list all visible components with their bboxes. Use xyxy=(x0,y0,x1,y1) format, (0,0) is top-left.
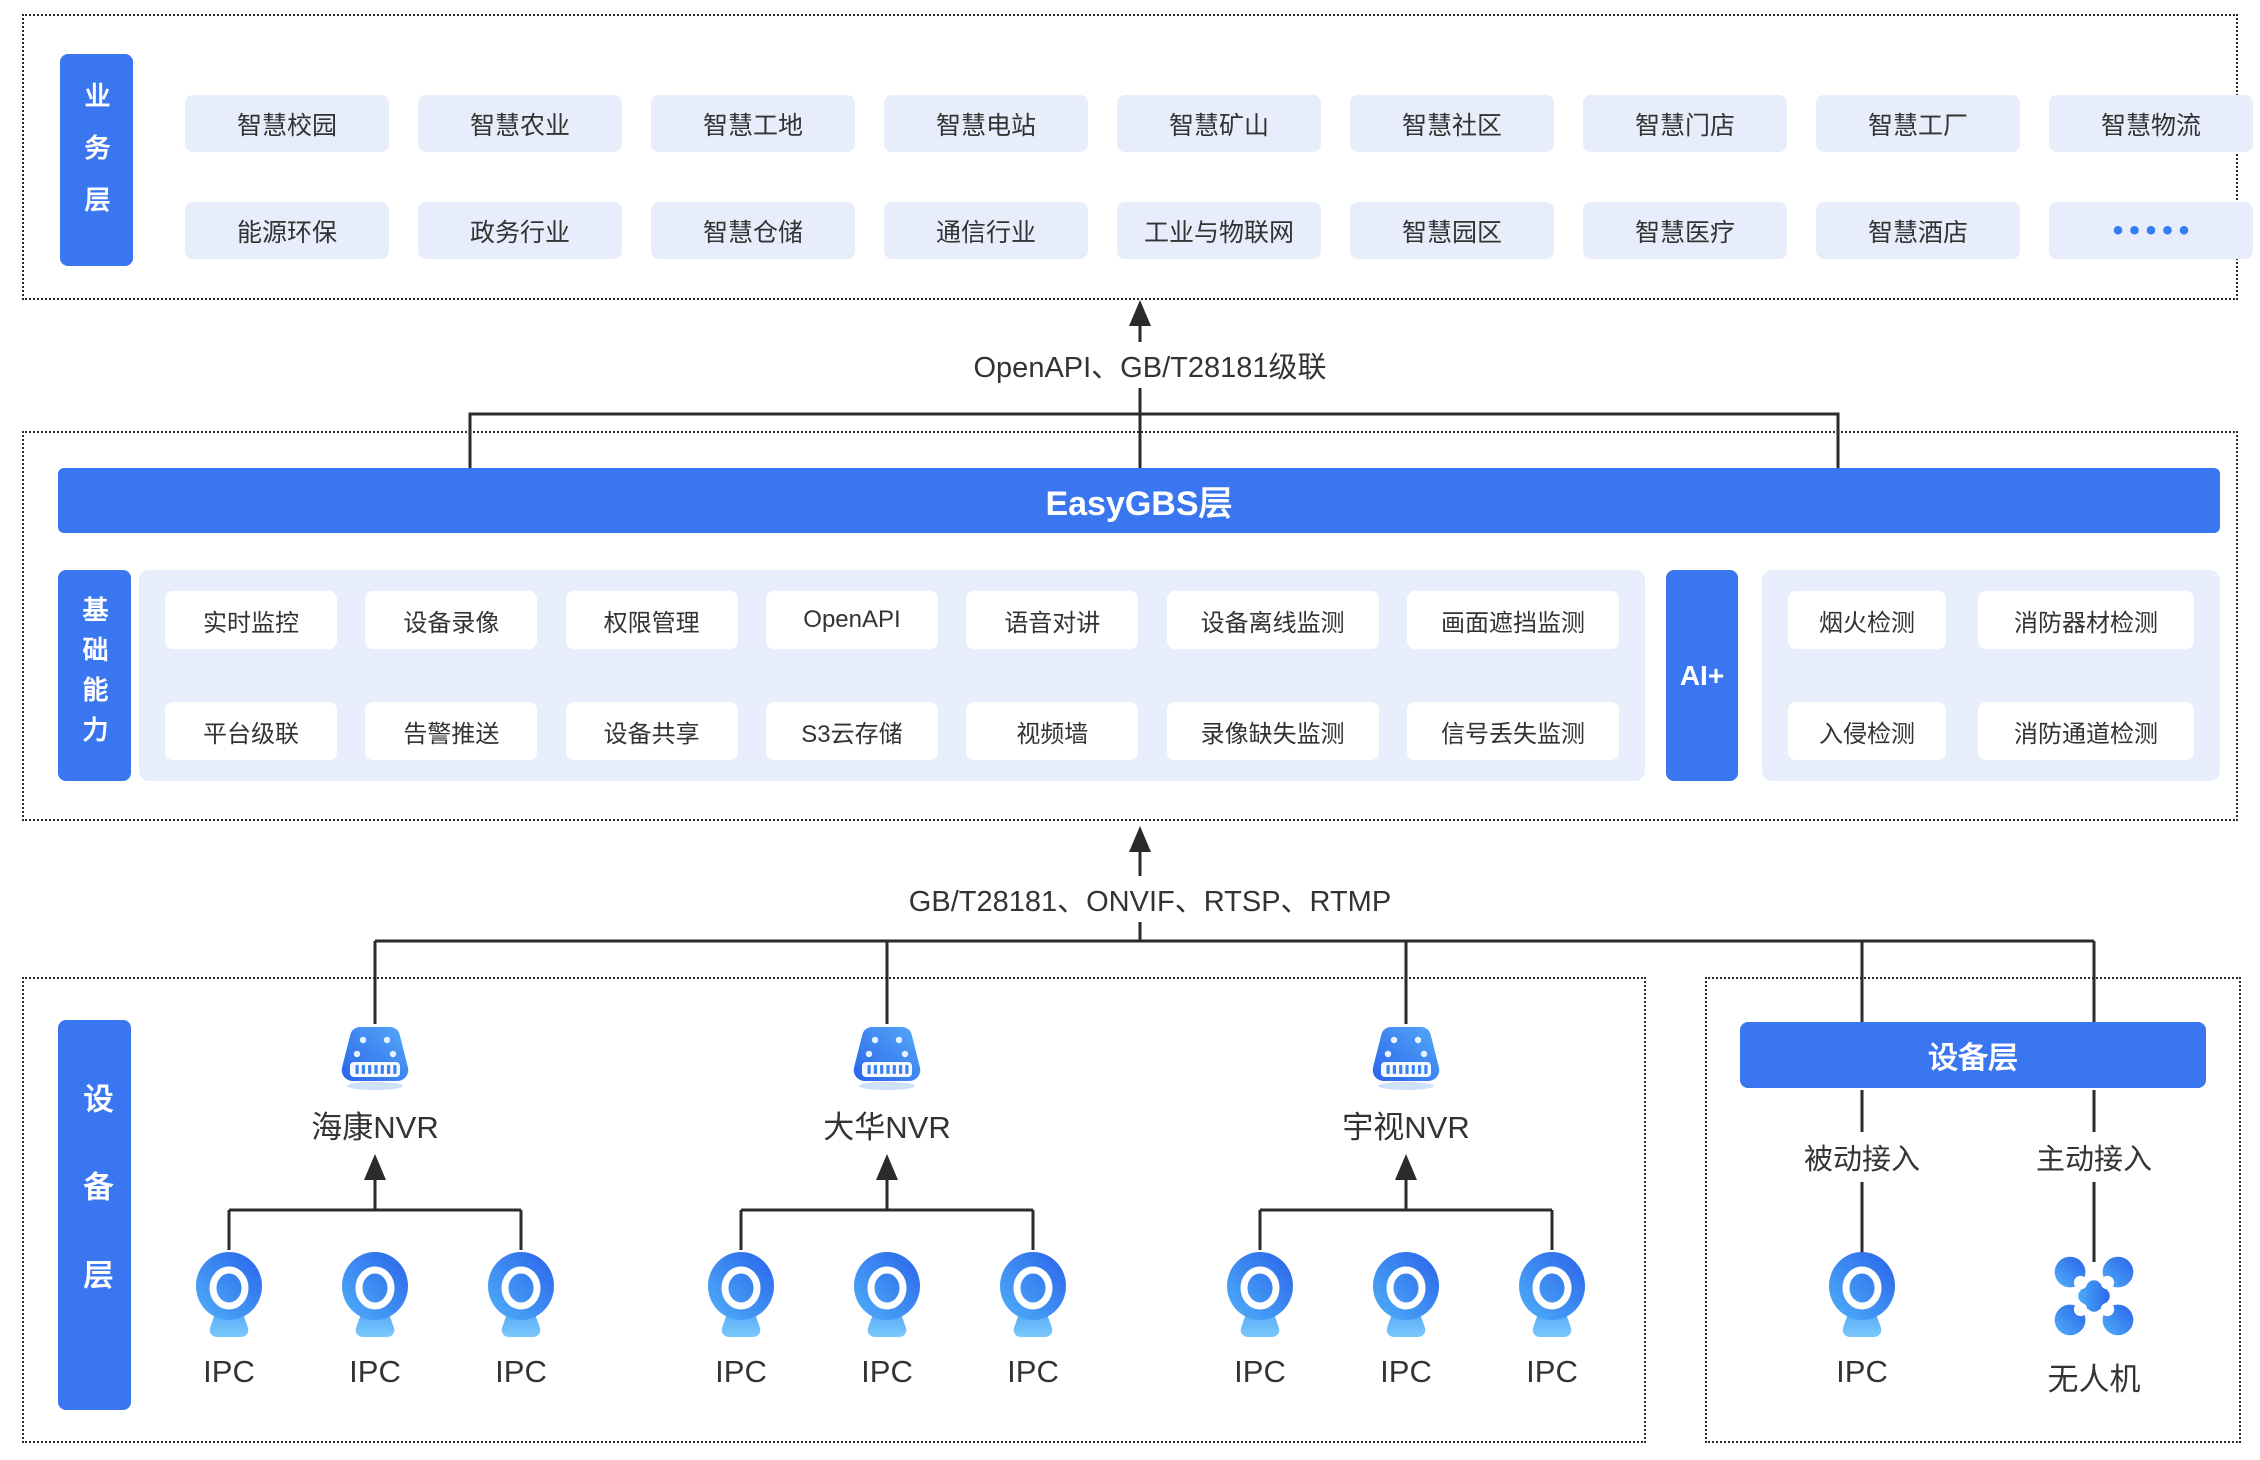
nvr-icon xyxy=(335,1024,415,1097)
easygbs-layer-box xyxy=(22,431,2238,821)
business-item: 智慧农业 xyxy=(418,95,622,152)
ai-item: 入侵检测 xyxy=(1788,702,1946,760)
business-item: 智慧工厂 xyxy=(1816,95,2020,152)
ipc-camera-icon xyxy=(485,1252,557,1343)
capability-item: OpenAPI xyxy=(765,591,938,649)
ai-capability-panel: 烟火检测 消防器材检测 入侵检测 消防通道检测 xyxy=(1762,570,2220,781)
business-item: 智慧医疗 xyxy=(1583,202,1787,259)
ai-plus-label: AI+ xyxy=(1666,570,1738,781)
ipc-label: IPC xyxy=(1380,1354,1432,1389)
drone-icon xyxy=(2048,1250,2140,1347)
base-capability-label: 基础能力 xyxy=(58,570,131,781)
ipc-camera-icon xyxy=(1516,1252,1588,1343)
nvr-label: 大华NVR xyxy=(823,1110,951,1145)
capability-item: S3云存储 xyxy=(765,702,938,760)
ipc-label: IPC xyxy=(203,1354,255,1389)
ipc-label: IPC xyxy=(1234,1354,1286,1389)
ipc-camera-icon xyxy=(193,1252,265,1343)
base-capability-panel: 实时监控 设备录像 权限管理 OpenAPI 语音对讲 设备离线监测 画面遮挡监… xyxy=(139,570,1645,781)
business-item: 通信行业 xyxy=(884,202,1088,259)
ipc-camera-icon xyxy=(339,1252,411,1343)
business-item: 智慧酒店 xyxy=(1816,202,2020,259)
capability-item: 视频墙 xyxy=(966,702,1139,760)
business-item: 智慧仓储 xyxy=(651,202,855,259)
ipc-label: IPC xyxy=(1526,1354,1578,1389)
capability-item: 权限管理 xyxy=(565,591,738,649)
ai-item: 烟火检测 xyxy=(1788,591,1946,649)
capability-item: 实时监控 xyxy=(165,591,337,649)
ipc-camera-icon xyxy=(997,1252,1069,1343)
business-item: 智慧园区 xyxy=(1350,202,1554,259)
device-panel-box xyxy=(1705,977,2241,1443)
business-item: 智慧门店 xyxy=(1583,95,1787,152)
ipc-label: IPC xyxy=(495,1354,547,1389)
ipc-camera-icon xyxy=(1224,1252,1296,1343)
device-layer-label: 设备层 xyxy=(58,1020,131,1410)
capability-item: 语音对讲 xyxy=(966,591,1139,649)
ipc-label: IPC xyxy=(861,1354,913,1389)
ipc-label: IPC xyxy=(349,1354,401,1389)
capability-item: 平台级联 xyxy=(165,702,337,760)
business-item: 工业与物联网 xyxy=(1117,202,1321,259)
nvr-icon xyxy=(847,1024,927,1097)
bottom-link-label: GB/T28181、ONVIF、RTSP、RTMP xyxy=(895,876,1405,922)
device-layer-box xyxy=(22,977,1646,1443)
ai-item: 消防器材检测 xyxy=(1978,591,2194,649)
ipc-camera-icon xyxy=(1826,1252,1898,1343)
active-access-label: 主动接入 xyxy=(1999,1136,2189,1178)
drone-label: 无人机 xyxy=(2047,1362,2141,1397)
ipc-camera-icon xyxy=(851,1252,923,1343)
business-item: 能源环保 xyxy=(185,202,389,259)
business-layer-box: 业务层 智慧校园 智慧农业 智慧工地 智慧电站 智慧矿山 智慧社区 智慧门店 智… xyxy=(22,14,2253,300)
ipc-camera-icon xyxy=(705,1252,777,1343)
capability-item: 录像缺失监测 xyxy=(1166,702,1379,760)
capability-item: 设备离线监测 xyxy=(1166,591,1379,649)
capability-item: 信号丢失监测 xyxy=(1406,702,1619,760)
business-layer-label: 业务层 xyxy=(60,54,133,266)
business-item: 政务行业 xyxy=(418,202,622,259)
capability-item: 画面遮挡监测 xyxy=(1406,591,1619,649)
business-item-more-dots: ••••• xyxy=(2049,202,2253,259)
business-item: 智慧物流 xyxy=(2049,95,2253,152)
business-item: 智慧矿山 xyxy=(1117,95,1321,152)
nvr-label: 宇视NVR xyxy=(1342,1110,1470,1145)
capability-item: 设备共享 xyxy=(565,702,738,760)
ipc-label: IPC xyxy=(715,1354,767,1389)
capability-item: 告警推送 xyxy=(365,702,538,760)
business-item: 智慧工地 xyxy=(651,95,855,152)
ai-item: 消防通道检测 xyxy=(1978,702,2194,760)
business-item: 智慧社区 xyxy=(1350,95,1554,152)
top-link-label: OpenAPI、GB/T28181级联 xyxy=(925,342,1375,388)
nvr-label: 海康NVR xyxy=(311,1110,439,1145)
ipc-camera-icon xyxy=(1370,1252,1442,1343)
passive-access-label: 被动接入 xyxy=(1767,1136,1957,1178)
device-panel-title: 设备层 xyxy=(1740,1022,2206,1088)
business-items-grid: 智慧校园 智慧农业 智慧工地 智慧电站 智慧矿山 智慧社区 智慧门店 智慧工厂 … xyxy=(185,95,2253,259)
easygbs-bar: EasyGBS层 xyxy=(58,468,2220,533)
nvr-icon xyxy=(1366,1024,1446,1097)
business-item: 智慧校园 xyxy=(185,95,389,152)
capability-item: 设备录像 xyxy=(365,591,538,649)
ipc-label: IPC xyxy=(1836,1354,1888,1389)
ipc-label: IPC xyxy=(1007,1354,1059,1389)
business-item: 智慧电站 xyxy=(884,95,1088,152)
